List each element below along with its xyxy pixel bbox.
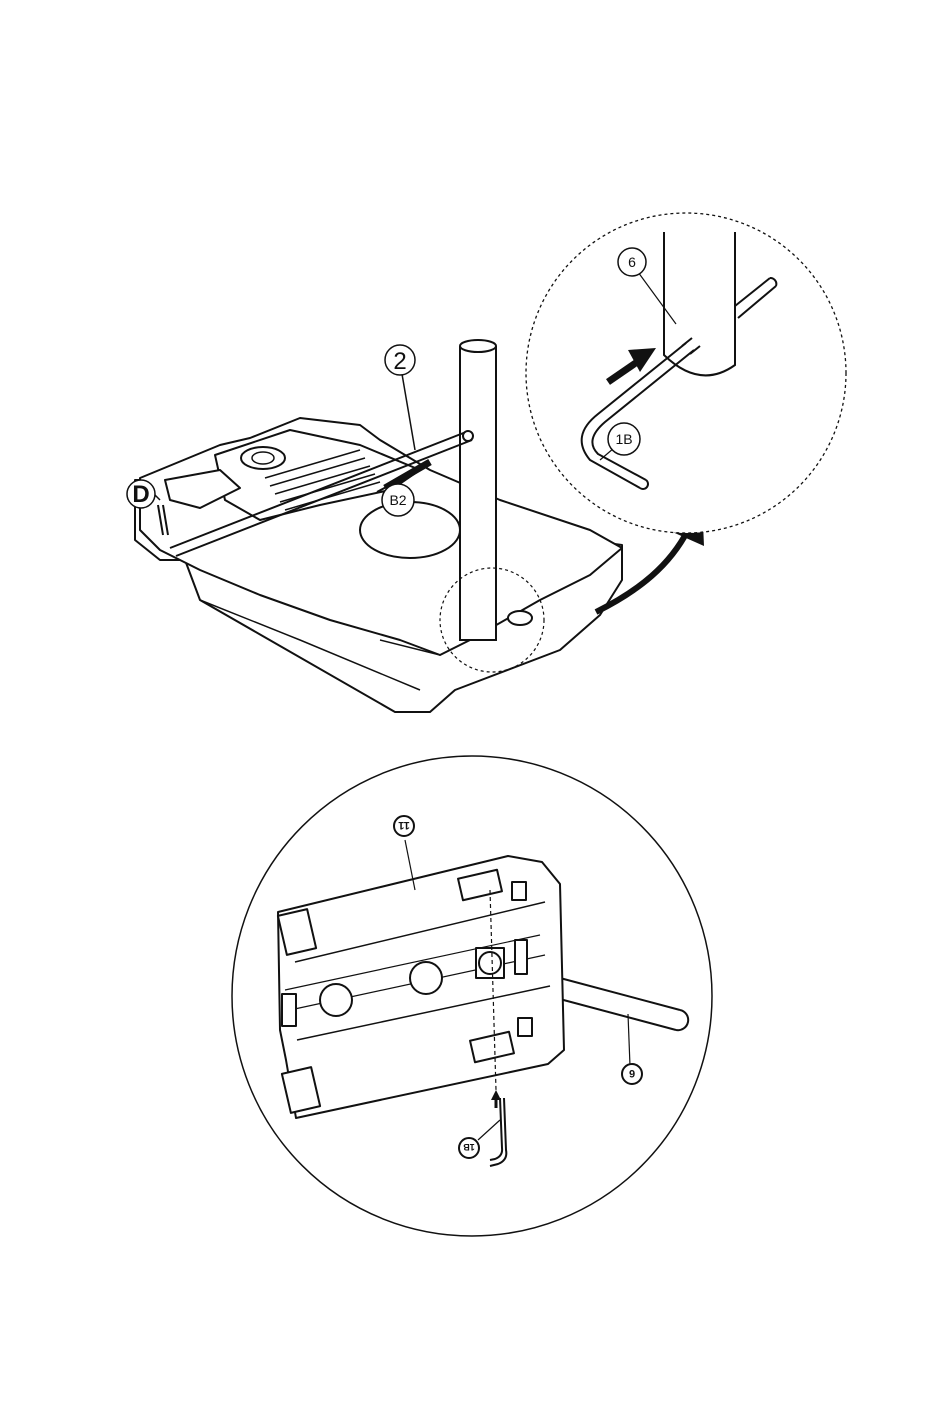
zoom-label-1b: 1B — [608, 423, 640, 455]
pole-body — [460, 346, 496, 640]
lower-label-6-text: 6 — [629, 1067, 635, 1079]
zoom-label-1b-text: 1B — [615, 431, 632, 447]
upper-pole — [460, 340, 496, 640]
zoom-pole — [664, 232, 735, 375]
zoom-label-6-text: 6 — [628, 254, 636, 270]
base-hole — [508, 611, 532, 625]
pole-top — [460, 340, 496, 352]
lower-label-1b: 1B — [459, 1138, 479, 1158]
upper-label-b2-text: B2 — [389, 492, 406, 508]
lower-bottom-view: 11 6 1B — [232, 756, 712, 1236]
zoom-label-6: 6 — [618, 248, 646, 276]
lower-label-11-text: 11 — [398, 819, 410, 831]
lower-label-1b-text: 1B — [463, 1142, 475, 1152]
base-knob-inner — [252, 452, 274, 464]
zoom-detail: 6 1B — [526, 213, 846, 533]
lower-label-11: 11 — [394, 816, 414, 836]
upper-label-2-text: 2 — [393, 348, 406, 375]
lower-label-6: 6 — [622, 1064, 642, 1084]
upper-label-2: 2 — [385, 345, 415, 375]
upper-base-illustration — [135, 418, 622, 712]
upper-label-b2: B2 — [382, 484, 414, 516]
upper-label-d-text: D — [132, 481, 149, 508]
upper-label-d: D — [127, 480, 155, 508]
